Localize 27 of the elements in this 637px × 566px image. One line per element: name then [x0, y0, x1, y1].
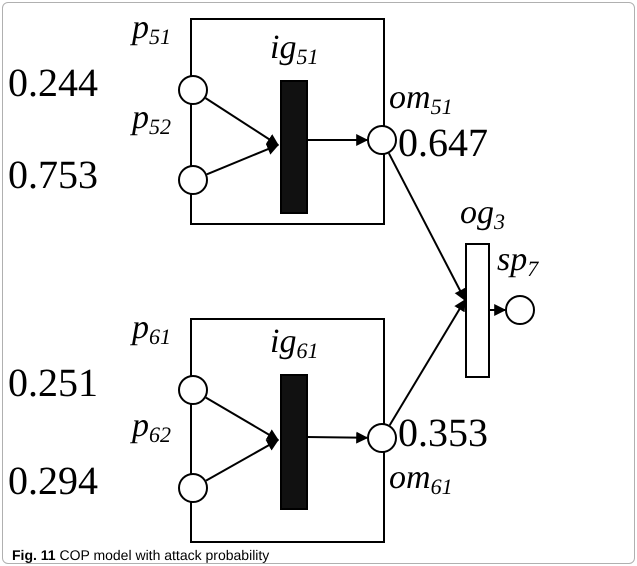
node-label: ig$_{61}$: [270, 322, 318, 362]
arrow: [490, 304, 506, 316]
node-label: p$_{52}$: [132, 98, 171, 138]
node-label: p$_{51}$: [132, 8, 171, 48]
probability-value: 0.753: [8, 152, 98, 198]
arrow: [206, 144, 280, 176]
probability-value: 0.251: [8, 360, 98, 406]
node-label: sp$_{7}$: [497, 240, 538, 280]
node-label: om$_{51}$: [389, 78, 453, 118]
node-label: ig$_{51}$: [270, 28, 318, 68]
node-label: og$_{3}$: [460, 193, 505, 233]
arrow: [306, 134, 368, 146]
figure-caption: Fig. 11 COP model with attack probability: [12, 546, 270, 565]
probability-value: 0.353: [398, 410, 488, 456]
probability-value: 0.294: [8, 458, 98, 504]
arrow: [388, 152, 466, 302]
module-box: [190, 18, 385, 225]
arrow: [206, 439, 280, 482]
node-label: om$_{61}$: [389, 458, 453, 498]
node-label: p$_{61}$: [132, 308, 171, 348]
node-label: p$_{62}$: [132, 406, 171, 446]
module-box: [190, 318, 385, 543]
probability-value: 0.647: [398, 120, 488, 166]
probability-value: 0.244: [8, 60, 98, 106]
arrow: [205, 396, 280, 441]
arrow: [388, 298, 466, 426]
arrow: [205, 97, 279, 146]
